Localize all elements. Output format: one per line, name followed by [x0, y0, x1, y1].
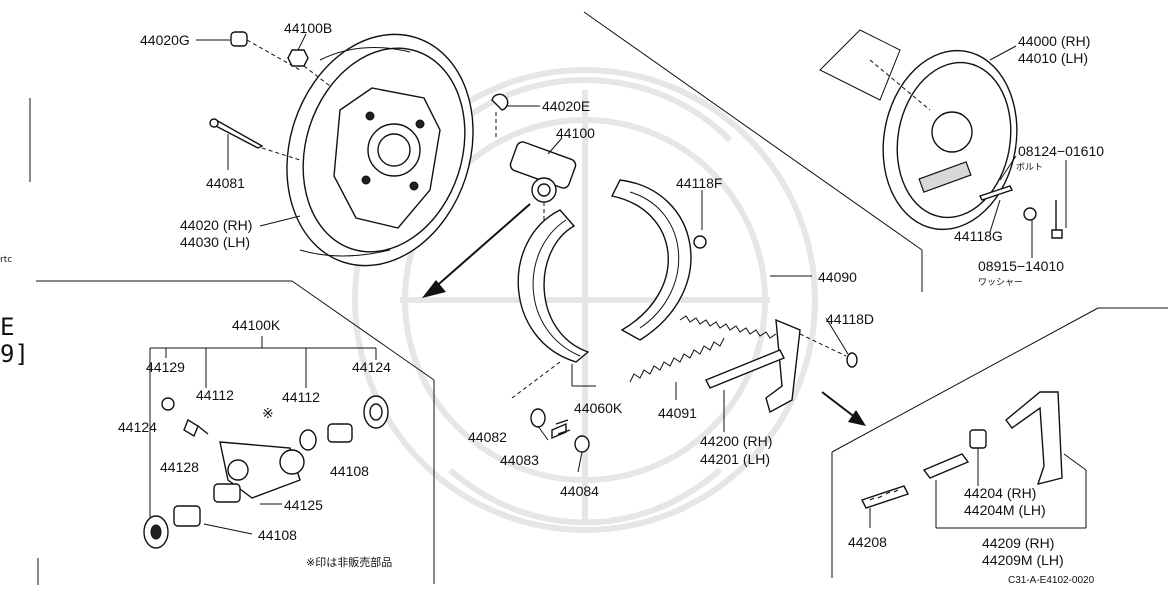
edge-fragment-a: E	[0, 313, 14, 341]
part-44100-wheel-cylinder	[509, 141, 577, 240]
footnote-not-sold: ※印は非販売部品	[306, 555, 392, 569]
part-44118f-clip	[693, 235, 707, 249]
part-cylinder-body	[219, 441, 305, 499]
part-44118g-strut	[979, 185, 1013, 201]
label-44082: 44082	[468, 429, 507, 445]
label-44108-left: 44108	[258, 527, 297, 543]
label-44118d: 44118D	[826, 311, 874, 327]
label-44090: 44090	[818, 269, 857, 285]
part-44124-boot-right	[363, 395, 389, 429]
part-44124-boot-left	[143, 515, 169, 549]
part-08124-bolt	[1051, 200, 1063, 239]
label-44209-rh: 44209 (RH)	[982, 535, 1054, 551]
label-44112-a: 44112	[196, 387, 234, 403]
label-44125: 44125	[284, 497, 323, 513]
part-44200-parking-lever	[705, 318, 801, 432]
label-44128: 44128	[160, 459, 199, 475]
part-44129-bleeder-cap	[161, 397, 175, 411]
label-asterisk: ※	[262, 405, 274, 421]
part-44112-cup	[299, 429, 317, 451]
label-08124: 08124−01610	[1018, 143, 1104, 159]
part-44020e-plug	[491, 93, 509, 111]
direction-arrow-right	[821, 391, 866, 426]
part-44060k-brake-shoes	[517, 179, 692, 363]
label-44020e: 44020E	[542, 98, 590, 114]
label-44118g: 44118G	[954, 228, 1003, 244]
label-44000-rh: 44000 (RH)	[1018, 33, 1090, 49]
backing-plate	[286, 33, 474, 267]
assembled-drum-brake	[819, 29, 1018, 231]
label-44124-right: 44124	[352, 359, 391, 375]
label-44020-rh: 44020 (RH)	[180, 217, 252, 233]
label-44091: 44091	[658, 405, 697, 421]
label-44209m-lh: 44209M (LH)	[982, 552, 1064, 568]
wheel-cylinder-kit-lines	[149, 336, 377, 535]
label-44112-b: 44112	[282, 389, 320, 405]
edge-fragment-c: rtc	[0, 255, 12, 265]
label-44010-lh: 44010 (LH)	[1018, 50, 1088, 66]
label-44100b: 44100B	[284, 20, 332, 36]
label-44201-lh: 44201 (LH)	[700, 451, 770, 467]
label-44204-rh: 44204 (RH)	[964, 485, 1036, 501]
label-08915: 08915−14010	[978, 258, 1064, 274]
label-44129: 44129	[146, 359, 185, 375]
part-44091-adjust-spring	[629, 337, 725, 383]
part-44090-return-spring	[679, 315, 777, 339]
label-44084: 44084	[560, 483, 599, 499]
part-08915-washer	[1023, 207, 1037, 221]
label-44081: 44081	[206, 175, 245, 191]
label-44020g: 44020G	[140, 32, 190, 48]
label-44100: 44100	[556, 125, 595, 141]
part-44118d-clip	[846, 352, 858, 368]
part-44082-pin-cup	[530, 408, 546, 428]
label-44204m-lh: 44204M (LH)	[964, 502, 1046, 518]
label-44083: 44083	[500, 452, 539, 468]
label-44124-left: 44124	[118, 419, 157, 435]
leader-lines	[196, 33, 1033, 473]
label-08124-bolt-jp: ボルト	[1016, 162, 1043, 173]
edge-fragment-b: 9]	[0, 340, 29, 368]
part-44081-pin	[210, 119, 264, 149]
part-labels: 44020G 44100B 44020E 44100 44081 44020 (…	[118, 20, 1104, 586]
label-08915-washer-jp: ワッシャー	[978, 278, 1023, 288]
part-44020g-plug	[230, 31, 248, 47]
part-44084-retainer	[574, 435, 590, 453]
part-44083-spring	[551, 419, 571, 440]
part-44108-piston-right	[327, 423, 353, 443]
part-44108-piston-left	[173, 505, 201, 527]
part-44100b-bolt	[287, 49, 309, 67]
label-44200-rh: 44200 (RH)	[700, 433, 772, 449]
part-44204-adjuster-nut	[969, 429, 987, 486]
label-44100k: 44100K	[232, 317, 281, 333]
part-44125-spring	[213, 483, 241, 503]
diagram-reference-code: C31-A-E4102-0020	[1008, 575, 1095, 586]
part-44128-bleeder	[183, 418, 209, 438]
label-44060k: 44060K	[574, 400, 623, 416]
label-44030-lh: 44030 (LH)	[180, 234, 250, 250]
section-lines	[29, 11, 1168, 585]
direction-arrow-left	[422, 203, 531, 298]
label-44208: 44208	[848, 534, 887, 550]
part-44208-adjuster-screw	[861, 485, 909, 528]
label-44118f: 44118F	[676, 175, 722, 191]
label-44108-right: 44108	[330, 463, 369, 479]
part-44209-lever-set	[922, 391, 1087, 529]
